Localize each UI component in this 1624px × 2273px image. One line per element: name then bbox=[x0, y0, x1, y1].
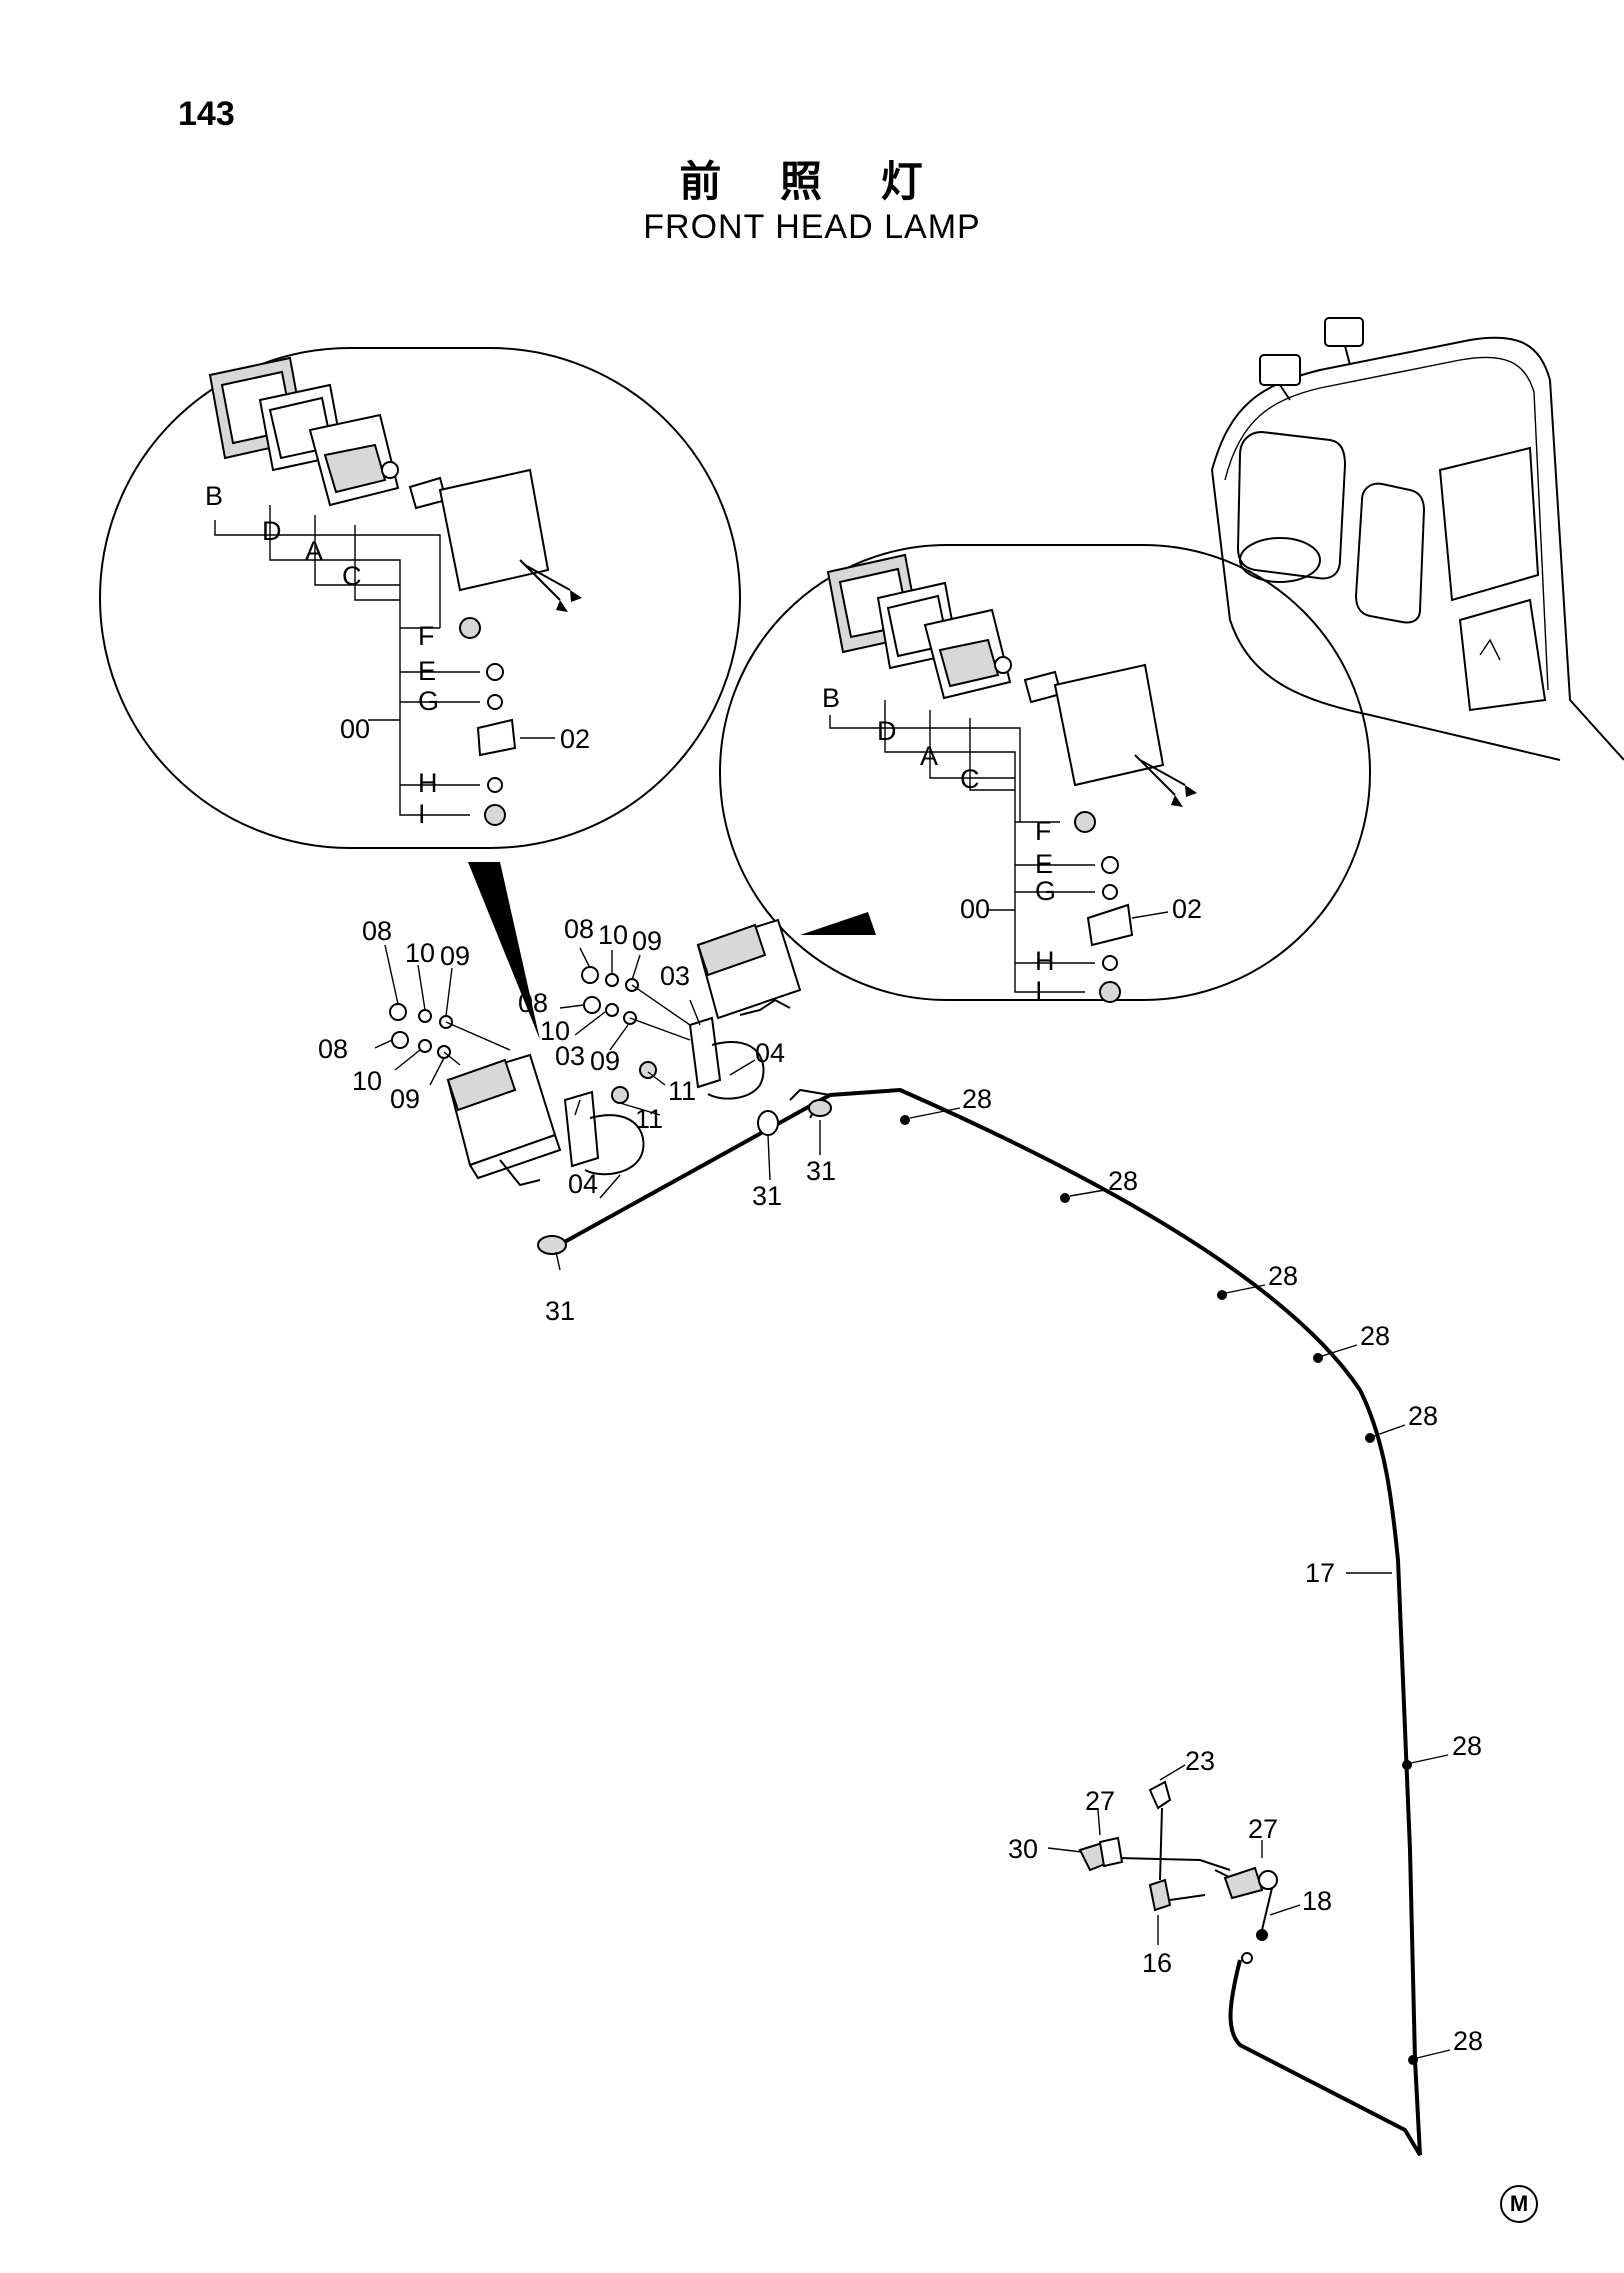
callout-16: 16 bbox=[1142, 1948, 1172, 1978]
callout-03: 03 bbox=[660, 961, 690, 991]
callout-03: 03 bbox=[555, 1041, 585, 1071]
callout-10: 10 bbox=[540, 1016, 570, 1046]
cab-illustration bbox=[1211, 317, 1624, 761]
callout-11: 11 bbox=[635, 1104, 663, 1134]
callout-28: 28 bbox=[1452, 1731, 1482, 1761]
callout-leaders bbox=[374, 944, 1451, 2059]
connector-cluster bbox=[1078, 1780, 1278, 1941]
callout-23: 23 bbox=[1185, 1746, 1215, 1776]
right-assembly-no: 00 bbox=[960, 894, 990, 924]
callout-18: 18 bbox=[1302, 1886, 1332, 1916]
detail-bubble-left: B D A C F E G H I 00 02 bbox=[99, 347, 741, 1040]
left-letter-H: H bbox=[418, 768, 438, 798]
page-number: 143 bbox=[178, 95, 235, 133]
callout-08: 08 bbox=[564, 914, 594, 944]
callout-17: 17 bbox=[1305, 1558, 1335, 1588]
callout-10: 10 bbox=[405, 938, 435, 968]
left-assembly-no: 00 bbox=[340, 714, 370, 744]
callout-27: 27 bbox=[1248, 1814, 1278, 1844]
title-english: FRONT HEAD LAMP bbox=[643, 208, 981, 246]
callout-11: 11 bbox=[668, 1076, 696, 1106]
right-bracket-no: 02 bbox=[1172, 894, 1202, 924]
wiring-harness bbox=[537, 1087, 1422, 2157]
callout-09: 09 bbox=[632, 926, 662, 956]
callout-labels: 08 10 09 08 10 09 03 11 04 08 10 09 08 1… bbox=[318, 914, 1483, 2056]
callout-28: 28 bbox=[1360, 1321, 1390, 1351]
callout-28: 28 bbox=[1453, 2026, 1483, 2056]
callout-31: 31 bbox=[545, 1296, 575, 1326]
left-letter-I: I bbox=[418, 799, 426, 829]
callout-27: 27 bbox=[1085, 1786, 1115, 1816]
left-letter-D: D bbox=[262, 516, 282, 546]
callout-04: 04 bbox=[755, 1038, 785, 1068]
callout-09: 09 bbox=[390, 1084, 420, 1114]
left-letter-B: B bbox=[205, 481, 223, 511]
callout-08: 08 bbox=[362, 916, 392, 946]
callout-30: 30 bbox=[1008, 1834, 1038, 1864]
left-letter-E: E bbox=[418, 656, 436, 686]
right-letter-C: C bbox=[960, 764, 980, 794]
lamp-right-assembly bbox=[581, 918, 802, 1100]
callout-28: 28 bbox=[1268, 1261, 1298, 1291]
right-letter-B: B bbox=[822, 683, 840, 713]
right-letter-A: A bbox=[920, 741, 938, 771]
left-letter-A: A bbox=[305, 536, 323, 566]
callout-09: 09 bbox=[590, 1046, 620, 1076]
callout-31: 31 bbox=[752, 1181, 782, 1211]
left-bracket-no: 02 bbox=[560, 724, 590, 754]
left-letter-G: G bbox=[418, 686, 439, 716]
title-chinese: 前 照 灯 bbox=[679, 157, 945, 206]
callout-10: 10 bbox=[598, 920, 628, 950]
callout-09: 09 bbox=[440, 941, 470, 971]
callout-04: 04 bbox=[568, 1169, 598, 1199]
footer-mark: M bbox=[1500, 2185, 1538, 2223]
callout-08: 08 bbox=[318, 1034, 348, 1064]
left-letter-F: F bbox=[418, 621, 435, 651]
callout-28: 28 bbox=[1408, 1401, 1438, 1431]
callout-28: 28 bbox=[962, 1084, 992, 1114]
right-letter-I: I bbox=[1035, 976, 1043, 1006]
callout-10: 10 bbox=[352, 1066, 382, 1096]
right-letter-H: H bbox=[1035, 946, 1055, 976]
detail-bubble-right: B D A C F E G H I 00 02 bbox=[719, 544, 1371, 1006]
right-letter-E: E bbox=[1035, 849, 1053, 879]
callout-08: 08 bbox=[518, 988, 548, 1018]
left-letter-C: C bbox=[342, 561, 362, 591]
callout-28: 28 bbox=[1108, 1166, 1138, 1196]
right-letter-G: G bbox=[1035, 876, 1056, 906]
right-letter-D: D bbox=[877, 716, 897, 746]
right-letter-F: F bbox=[1035, 816, 1052, 846]
callout-31: 31 bbox=[806, 1156, 836, 1186]
lamp-left-assembly bbox=[389, 1003, 645, 1187]
